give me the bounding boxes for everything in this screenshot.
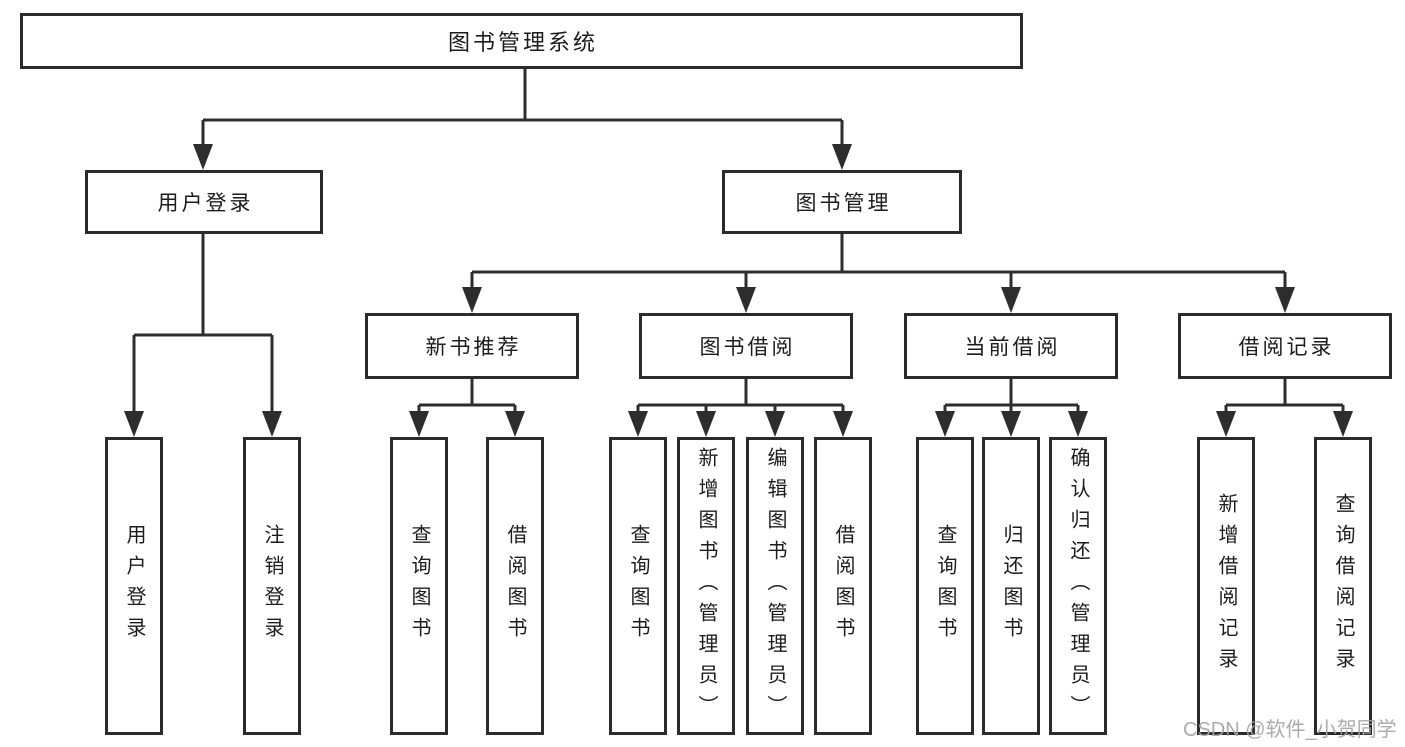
- node-root: 图书管理系统: [20, 13, 1023, 69]
- leaf-nb-borrow-book: 借阅图书: [486, 437, 544, 735]
- leaf-bb-borrow-book: 借阅图书: [814, 437, 872, 735]
- connector-new-book-rec: [409, 379, 525, 437]
- node-current-borrow-label: 当前借阅: [964, 336, 1061, 359]
- arrow-down-icon: [193, 144, 852, 170]
- leaf-nb-query-book: 查询图书: [390, 437, 448, 735]
- arrow-down-icon: [628, 411, 853, 437]
- node-borrow-records-label: 借阅记录: [1238, 336, 1335, 359]
- connector-borrow-records: [1216, 379, 1353, 437]
- leaf-nb-borrow-book-label: 借阅图书: [504, 524, 526, 648]
- leaf-bb-edit-book-label: 编辑图书（管理员）: [764, 446, 786, 726]
- leaf-user-login-label: 用户登录: [123, 524, 145, 648]
- leaf-cb-query-book-label: 查询图书: [934, 524, 956, 648]
- arrow-down-icon: [935, 411, 1088, 437]
- leaf-cb-return-book-label: 归还图书: [1000, 524, 1022, 648]
- arrow-down-icon: [1216, 411, 1353, 437]
- arrow-down-icon: [124, 411, 282, 437]
- node-user-login: 用户登录: [85, 170, 323, 234]
- node-new-book-rec-label: 新书推荐: [425, 336, 522, 359]
- leaf-nb-query-book-label: 查询图书: [408, 524, 430, 648]
- leaf-cb-confirm-return-label: 确认归还（管理员）: [1067, 446, 1089, 726]
- node-book-mgmt: 图书管理: [722, 170, 962, 234]
- leaf-bb-edit-book: 编辑图书（管理员）: [746, 437, 804, 735]
- leaf-bb-borrow-book-label: 借阅图书: [832, 524, 854, 648]
- leaf-bb-query-book: 查询图书: [609, 437, 667, 735]
- leaf-logout-label: 注销登录: [261, 524, 283, 648]
- node-book-mgmt-label: 图书管理: [795, 192, 892, 215]
- leaf-br-add-record-label: 新增借阅记录: [1215, 493, 1237, 679]
- leaf-cb-return-book: 归还图书: [982, 437, 1040, 735]
- node-user-login-label: 用户登录: [157, 192, 254, 215]
- leaf-bb-add-book-label: 新增图书（管理员）: [695, 446, 717, 726]
- leaf-cb-query-book: 查询图书: [916, 437, 974, 735]
- node-book-borrow: 图书借阅: [639, 313, 853, 379]
- node-root-label: 图书管理系统: [447, 30, 598, 55]
- node-borrow-records: 借阅记录: [1178, 313, 1392, 379]
- arrow-down-icon: [462, 287, 1295, 313]
- node-current-borrow: 当前借阅: [904, 313, 1118, 379]
- watermark: CSDN @软件_小贺同学: [1183, 719, 1397, 741]
- connector-root-to-level2: [193, 69, 852, 170]
- node-new-book-rec: 新书推荐: [365, 313, 579, 379]
- node-book-borrow-label: 图书借阅: [699, 336, 796, 359]
- connector-current-borrow: [935, 379, 1088, 437]
- connector-book-borrow: [628, 379, 853, 437]
- leaf-br-query-record-label: 查询借阅记录: [1332, 493, 1354, 679]
- leaf-br-query-record: 查询借阅记录: [1314, 437, 1372, 735]
- leaf-user-login: 用户登录: [105, 437, 163, 735]
- connector-book-mgmt: [462, 234, 1295, 313]
- leaf-br-add-record: 新增借阅记录: [1197, 437, 1255, 735]
- connector-user-login: [124, 234, 282, 437]
- arrow-down-icon: [409, 411, 525, 437]
- leaf-cb-confirm-return: 确认归还（管理员）: [1049, 437, 1107, 735]
- leaf-logout: 注销登录: [243, 437, 301, 735]
- leaf-bb-query-book-label: 查询图书: [627, 524, 649, 648]
- leaf-bb-add-book: 新增图书（管理员）: [677, 437, 735, 735]
